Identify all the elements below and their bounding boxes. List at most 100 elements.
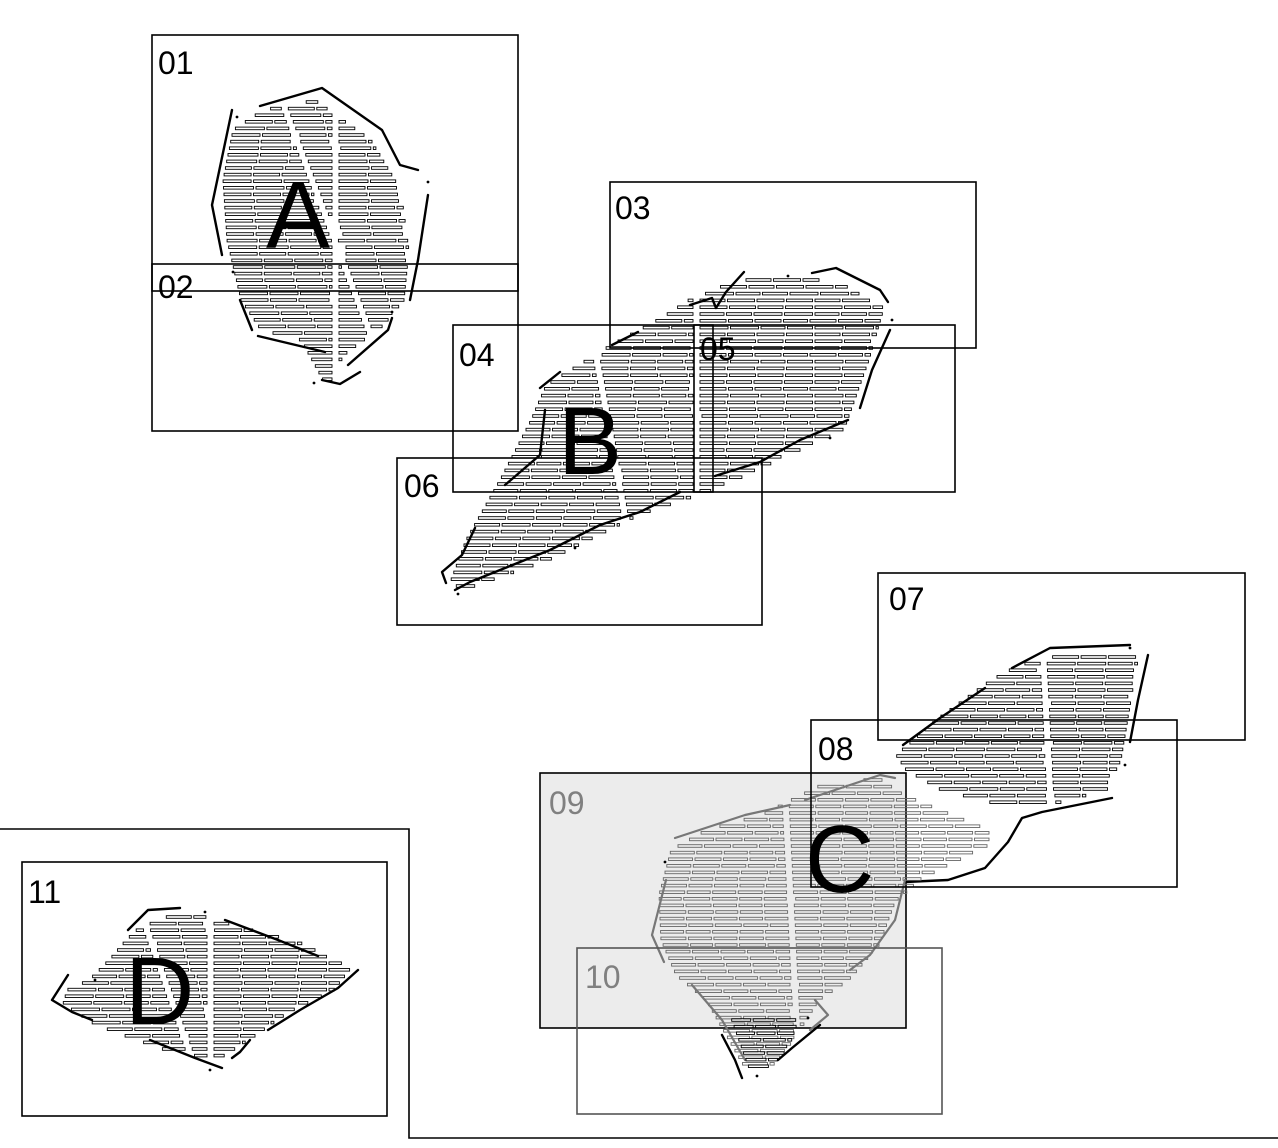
vine-row <box>669 850 695 855</box>
vine-row <box>712 890 737 894</box>
vine-row <box>729 373 756 377</box>
vine-row <box>1026 787 1047 791</box>
vine-row <box>780 831 785 835</box>
vine-row <box>779 1035 795 1040</box>
block-boundary <box>610 330 640 347</box>
vine-row <box>664 414 693 418</box>
vine-row <box>287 225 316 230</box>
vine-row <box>564 407 593 411</box>
vine-row <box>553 482 582 486</box>
panel-01-frame[interactable] <box>151 34 519 292</box>
panel-11-frame[interactable] <box>21 861 388 1117</box>
vine-row <box>1016 747 1042 752</box>
block-boundary <box>901 686 987 747</box>
panel-06-frame[interactable] <box>396 457 763 626</box>
vine-row <box>776 864 786 868</box>
vine-row <box>847 903 872 908</box>
vine-row <box>869 850 895 855</box>
vine-row <box>847 877 873 881</box>
vine-row <box>868 844 895 848</box>
panel-03-frame[interactable] <box>609 181 977 349</box>
vine-row <box>1108 655 1137 659</box>
vine-row <box>249 311 280 315</box>
vine-row <box>610 414 635 418</box>
vine-row <box>667 434 694 439</box>
vine-row <box>338 192 368 197</box>
vine-row <box>787 359 813 364</box>
block-boundary <box>210 108 234 257</box>
vine-row <box>1076 721 1103 725</box>
vine-row <box>738 1038 762 1042</box>
vine-row <box>1019 741 1045 745</box>
vine-row <box>713 903 737 908</box>
vine-row <box>318 238 332 243</box>
vine-row <box>345 245 373 249</box>
vine-row <box>671 963 697 967</box>
vine-row <box>522 536 551 541</box>
vine-row <box>501 523 531 527</box>
vine-row <box>699 427 729 432</box>
vine-row <box>151 987 165 992</box>
vine-row <box>299 961 327 965</box>
vine-row <box>147 974 161 979</box>
vine-row <box>645 339 673 343</box>
vine-row <box>849 923 877 927</box>
vine-row <box>731 996 757 1000</box>
vine-row <box>765 1009 790 1013</box>
vine-row <box>935 741 963 745</box>
vine-row <box>705 291 734 296</box>
vine-row <box>814 400 841 405</box>
vine-row <box>271 994 298 998</box>
vine-row <box>305 100 319 104</box>
vine-row <box>814 332 841 337</box>
marker-dot <box>755 1074 759 1078</box>
vine-row <box>757 373 784 377</box>
vine-row <box>1105 668 1134 672</box>
vine-row <box>381 271 408 276</box>
vine-row <box>228 245 258 249</box>
vine-row <box>266 126 290 131</box>
vine-row <box>730 325 759 330</box>
vine-row <box>644 441 672 445</box>
vine-row <box>932 721 960 725</box>
panel-02-frame[interactable] <box>151 263 519 432</box>
panel-09-label: 09 <box>549 785 585 821</box>
vine-row <box>576 441 606 445</box>
vine-row <box>694 857 722 861</box>
vine-row <box>683 897 711 901</box>
vine-row <box>728 969 752 974</box>
panel-04-frame[interactable] <box>452 324 714 493</box>
panel-05-frame[interactable] <box>693 324 956 493</box>
vine-row <box>337 238 365 243</box>
vine-row <box>538 400 567 405</box>
vine-row <box>814 373 843 377</box>
block-boundary <box>650 878 668 964</box>
vine-row <box>1050 734 1080 738</box>
vine-row <box>726 312 752 316</box>
panel-10-frame[interactable] <box>576 947 943 1115</box>
panel-07-frame[interactable] <box>877 572 1246 741</box>
vine-row <box>657 366 686 371</box>
vine-row <box>338 324 365 329</box>
vine-row <box>816 870 840 875</box>
vine-row <box>257 212 286 216</box>
vine-row <box>740 1044 764 1049</box>
vine-row <box>481 509 507 513</box>
vine-row <box>595 400 602 405</box>
vine-row <box>67 987 97 992</box>
vine-row <box>739 877 767 881</box>
vine-row <box>474 523 501 527</box>
vine-row <box>201 994 208 998</box>
vine-row <box>692 949 719 954</box>
panel-08-frame[interactable] <box>810 719 1178 888</box>
vine-row <box>711 897 738 901</box>
vine-row <box>140 954 154 959</box>
vine-row <box>124 987 151 992</box>
vine-row <box>785 373 813 377</box>
vine-row <box>841 844 867 848</box>
vine-row <box>868 312 883 316</box>
vine-row <box>552 427 578 432</box>
vine-row <box>241 987 269 992</box>
vine-row <box>532 414 560 418</box>
